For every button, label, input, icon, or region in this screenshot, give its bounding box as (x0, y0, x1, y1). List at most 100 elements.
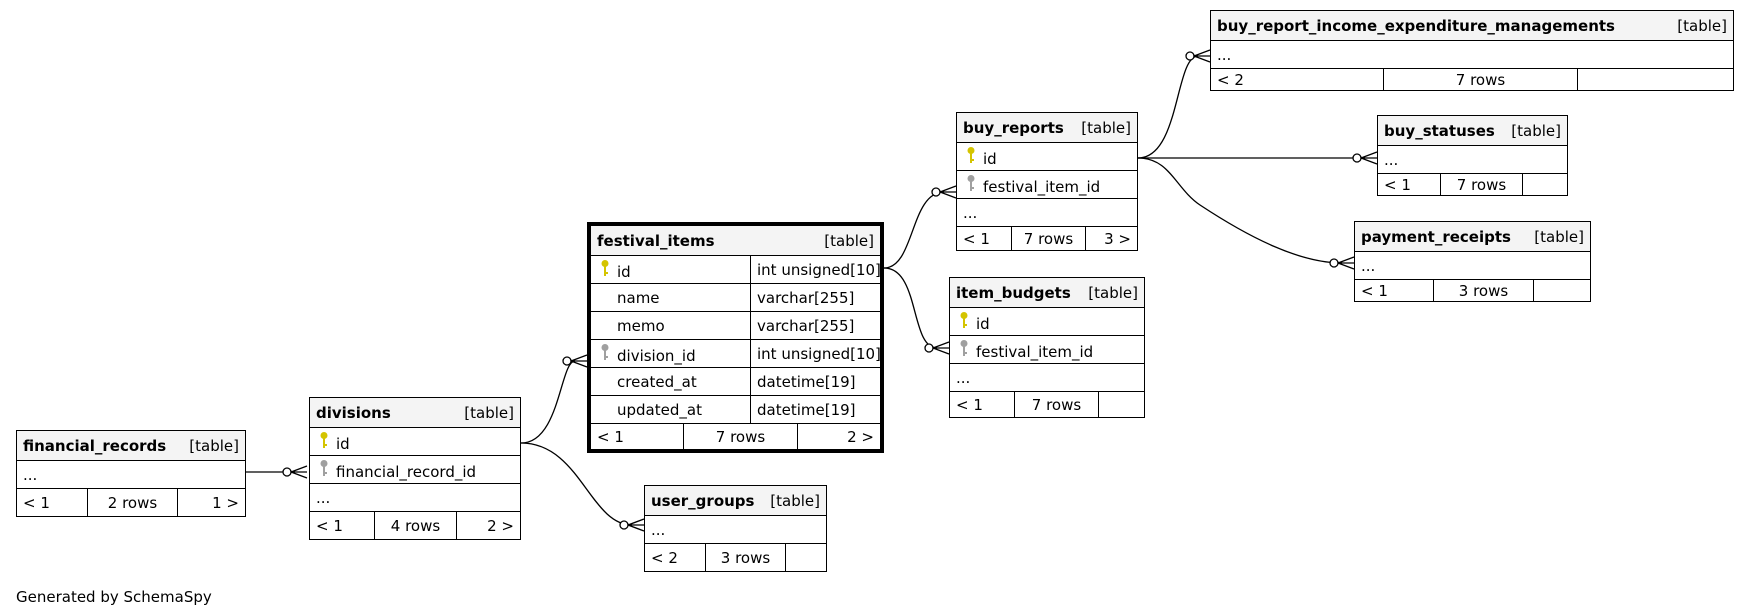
column-name[interactable]: ... (1361, 256, 1376, 275)
relationship-line (883, 267, 938, 349)
optional-circle-marker (1352, 153, 1362, 163)
parents-count[interactable]: < 2 (1217, 70, 1244, 89)
row-count: 4 rows (374, 512, 456, 539)
table-name[interactable]: divisions (316, 403, 391, 422)
relationship-line (1137, 55, 1199, 159)
children-count[interactable] (1533, 280, 1590, 301)
row-count: 3 rows (705, 544, 785, 571)
parents-count[interactable]: < 1 (597, 427, 624, 446)
column-name[interactable]: financial_record_id (336, 462, 477, 481)
table-type: [table] (464, 403, 514, 422)
column-name[interactable]: id (617, 262, 631, 281)
table-name[interactable]: festival_items (597, 231, 715, 250)
relationship-buy_reports-to-buy_statuses (1138, 151, 1378, 165)
optional-circle-marker (931, 187, 941, 197)
table-name[interactable]: payment_receipts (1361, 227, 1511, 246)
column-name[interactable]: ... (963, 203, 978, 222)
children-count[interactable] (1577, 69, 1733, 90)
children-count[interactable] (1522, 174, 1567, 195)
column-name[interactable]: ... (651, 520, 666, 539)
relationship-buy_reports-to-payment_receipts (1137, 157, 1355, 270)
column-type: varchar[255] (750, 312, 880, 339)
table-name[interactable]: financial_records (23, 436, 167, 455)
column-name[interactable]: ... (1384, 150, 1399, 169)
relationship-festival_items-to-item_budgets (883, 267, 950, 355)
optional-circle-marker (562, 356, 572, 366)
column-name[interactable]: ... (956, 368, 971, 387)
parents-count[interactable]: < 1 (23, 493, 50, 512)
column-name[interactable]: festival_item_id (976, 342, 1094, 361)
table-type: [table] (770, 491, 820, 510)
many-crowfoot-marker (1193, 49, 1211, 63)
foreign-key-icon (597, 343, 613, 365)
table-user_groups[interactable]: user_groups [table] ... < 2 3 rows (644, 485, 827, 572)
column-name[interactable]: festival_item_id (983, 177, 1101, 196)
foreign-key-icon (316, 459, 332, 481)
table-type: [table] (1511, 121, 1561, 140)
children-count[interactable] (1098, 392, 1144, 417)
table-divisions[interactable]: divisions[table] id financial_record_id … (309, 397, 521, 540)
column-type: varchar[255] (750, 284, 880, 311)
parents-count[interactable]: < 2 (651, 548, 678, 567)
children-count[interactable]: 3 > (1085, 227, 1137, 250)
optional-circle-marker (924, 343, 934, 353)
parents-count[interactable]: < 1 (963, 229, 990, 248)
many-crowfoot-marker (290, 465, 308, 479)
table-name[interactable]: buy_statuses (1384, 121, 1495, 140)
relationship-line (520, 442, 633, 526)
many-crowfoot-marker (1337, 256, 1355, 270)
parents-count[interactable]: < 1 (956, 395, 983, 414)
parents-count[interactable]: < 1 (1384, 175, 1411, 194)
column-name[interactable]: created_at (617, 372, 697, 391)
primary-key-icon (963, 146, 979, 168)
column-name[interactable]: ... (1217, 45, 1232, 64)
table-name[interactable]: buy_report_income_expenditure_management… (1217, 16, 1615, 35)
table-name[interactable]: buy_reports (963, 118, 1064, 137)
column-name[interactable]: division_id (617, 346, 696, 365)
primary-key-icon (956, 311, 972, 333)
relationship-line (520, 360, 576, 444)
parents-count[interactable]: < 1 (1361, 281, 1388, 300)
table-type: [table] (1534, 227, 1584, 246)
column-name[interactable]: ... (316, 488, 331, 507)
column-name[interactable]: updated_at (617, 400, 702, 419)
column-name[interactable]: name (617, 288, 660, 307)
many-crowfoot-marker (939, 185, 957, 199)
table-festival_items[interactable]: festival_items [table] id int unsigned[10]… (587, 222, 884, 453)
table-name[interactable]: item_budgets (956, 283, 1071, 302)
row-count: 2 rows (87, 489, 177, 516)
column-name[interactable]: ... (23, 465, 38, 484)
table-item_budgets[interactable]: item_budgets[table] id festival_item_id … (949, 277, 1145, 418)
foreign-key-icon (956, 339, 972, 361)
many-crowfoot-marker (1360, 151, 1378, 165)
optional-circle-marker (619, 520, 629, 530)
column-type: int unsigned[10] (750, 340, 880, 367)
relationship-buy_reports-to-buy_report_income_expenditure_managements (1137, 49, 1211, 159)
column-name[interactable]: id (976, 314, 990, 333)
relationship-divisions-to-festival_items (520, 354, 588, 444)
parents-count[interactable]: < 1 (316, 516, 343, 535)
children-count[interactable]: 2 > (456, 512, 520, 539)
primary-key-icon (316, 431, 332, 453)
foreign-key-icon (963, 174, 979, 196)
table-payment_receipts[interactable]: payment_receipts [table] ... < 1 3 rows (1354, 221, 1591, 302)
children-count[interactable]: 2 > (797, 424, 880, 449)
row-count: 7 rows (1014, 392, 1098, 417)
table-buy_report_income_expenditure_managements[interactable]: buy_report_income_expenditure_management… (1210, 10, 1734, 91)
table-type: [table] (1677, 16, 1727, 35)
children-count[interactable] (785, 544, 826, 571)
table-type: [table] (189, 436, 239, 455)
column-type: int unsigned[10] (750, 256, 880, 283)
column-name[interactable]: memo (617, 316, 665, 335)
column-name[interactable]: id (336, 434, 350, 453)
column-name[interactable]: id (983, 149, 997, 168)
children-count[interactable]: 1 > (177, 489, 245, 516)
table-name[interactable]: user_groups (651, 491, 755, 510)
table-type: [table] (824, 231, 874, 250)
optional-circle-marker (1329, 258, 1339, 268)
row-count: 3 rows (1433, 280, 1533, 301)
table-buy_reports[interactable]: buy_reports[table] id festival_item_id .… (956, 112, 1138, 251)
